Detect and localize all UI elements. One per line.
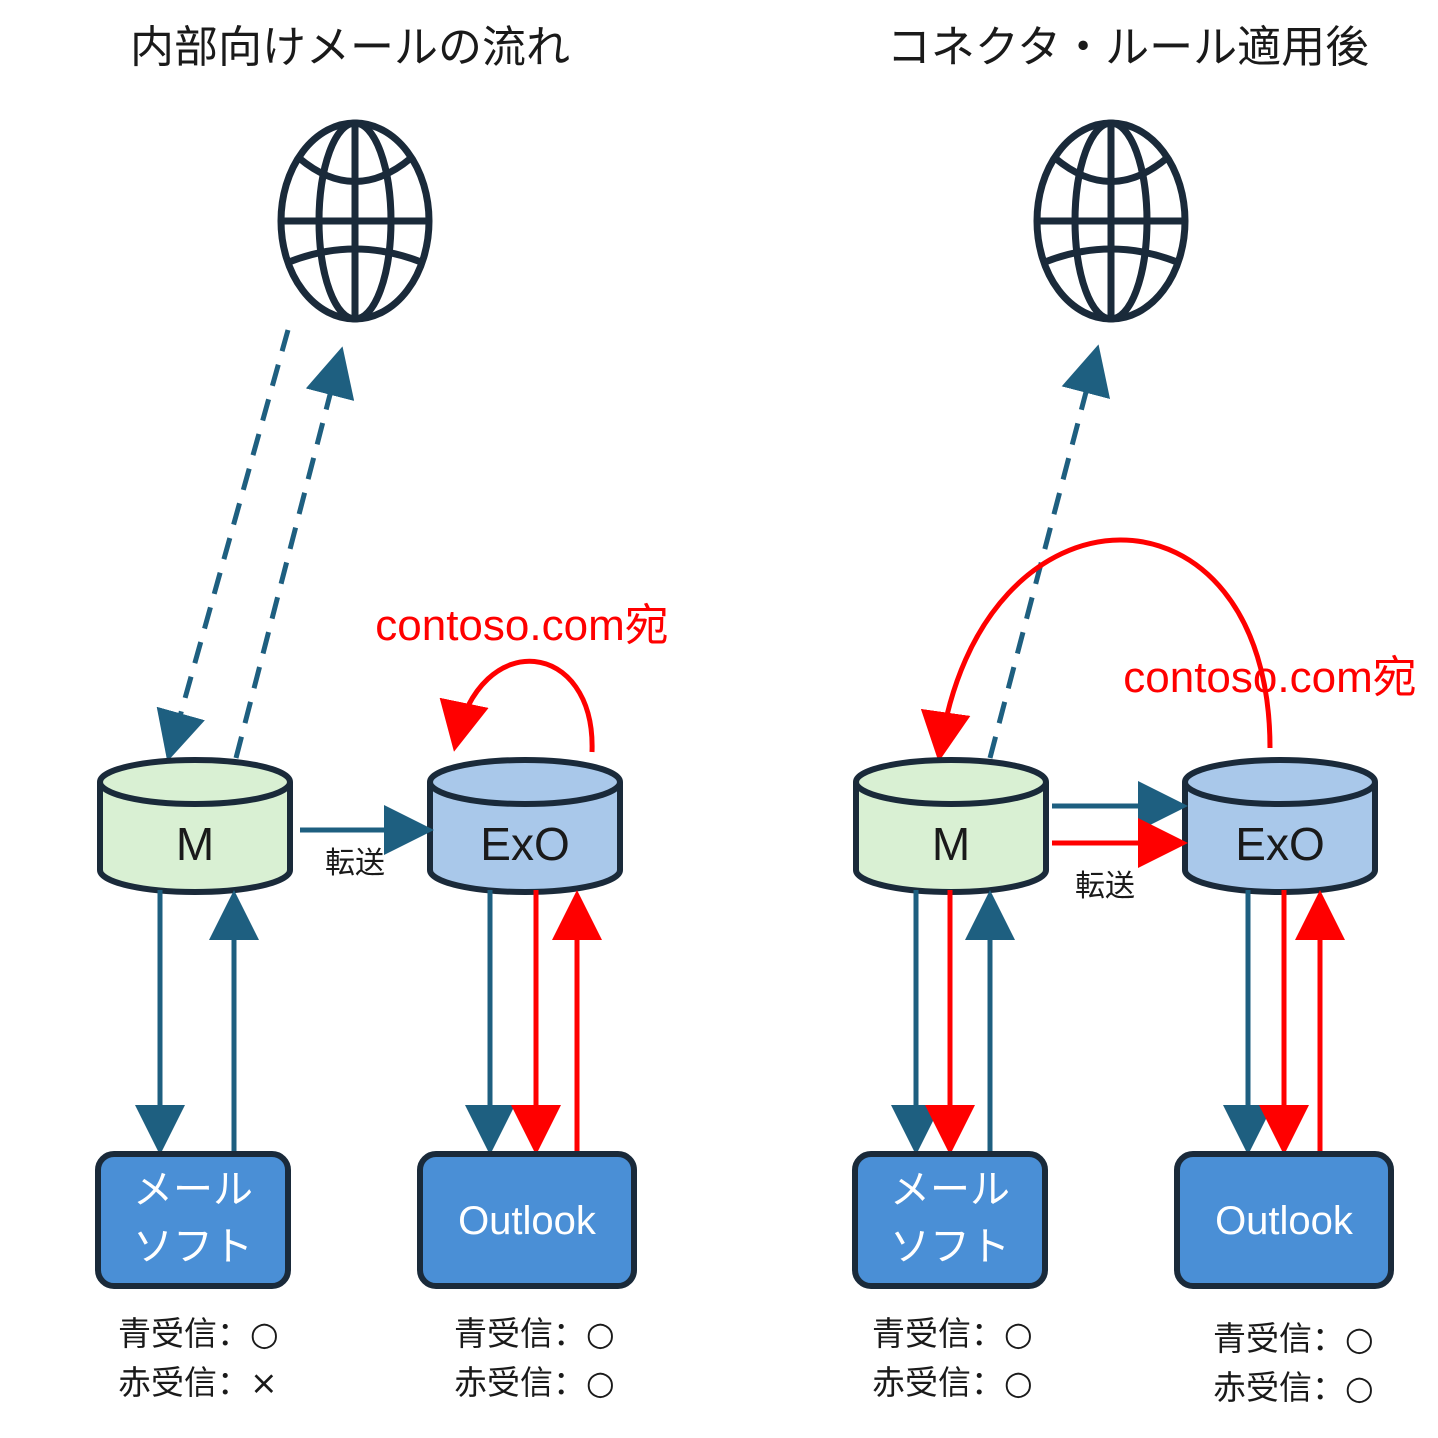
client-mail-soft-right: メール ソフト: [852, 1151, 1048, 1289]
status-blue: 青受信：○: [454, 1314, 615, 1353]
client-label-line1: メール: [133, 1168, 253, 1212]
status-red: 赤受信：○: [454, 1363, 615, 1402]
server-exo-left: ExO: [427, 757, 623, 895]
globe-icon: [1033, 119, 1189, 323]
status-blue: 青受信：○: [118, 1314, 279, 1353]
status-red: 赤受信：○: [872, 1363, 1033, 1402]
client-label-line2: ソフト: [133, 1225, 253, 1269]
outlook-label: Outlook: [1215, 1199, 1354, 1243]
client-mail-soft-left: メール ソフト: [95, 1151, 291, 1289]
server-exo-label: ExO: [480, 818, 569, 870]
client-label-line1: メール: [890, 1168, 1010, 1212]
internet-outbound-arrow: [233, 346, 355, 759]
forward-label: 転送: [325, 846, 385, 881]
server-m-left: M: [97, 757, 293, 895]
server-m-right: M: [853, 757, 1049, 895]
server-exo-label: ExO: [1235, 818, 1324, 870]
internet-inbound-arrow: [156, 329, 291, 762]
outlook-label: Outlook: [458, 1199, 597, 1243]
destination-label: contoso.com宛: [1123, 653, 1416, 702]
client-label-line2: ソフト: [890, 1225, 1010, 1269]
globe-icon: [277, 119, 433, 323]
forward-label: 転送: [1075, 869, 1135, 904]
left-title: 内部向けメールの流れ: [130, 22, 570, 73]
server-m-label: M: [176, 818, 214, 870]
right-title: コネクタ・ルール適用後: [887, 22, 1369, 73]
status-red: 赤受信：○: [1213, 1368, 1374, 1407]
status-blue: 青受信：○: [872, 1314, 1033, 1353]
status-red: 赤受信：×: [118, 1363, 278, 1402]
destination-label: contoso.com宛: [375, 601, 668, 650]
client-outlook-left: Outlook: [417, 1151, 637, 1289]
internet-outbound-arrow: [987, 344, 1111, 759]
red-arc-arrow: [920, 537, 1273, 762]
server-exo-right: ExO: [1182, 757, 1378, 895]
status-blue: 青受信：○: [1213, 1319, 1374, 1358]
server-m-label: M: [932, 818, 970, 870]
client-outlook-right: Outlook: [1174, 1151, 1394, 1289]
red-loop-arrow: [439, 658, 595, 753]
